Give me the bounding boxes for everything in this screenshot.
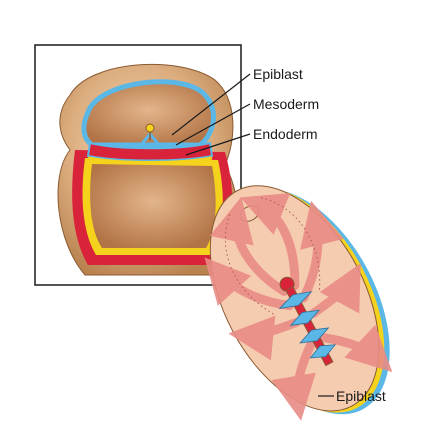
leader-mesoderm [175,103,251,146]
dotted-guides [224,196,321,315]
arrow-left-lateral [228,315,301,361]
label-bottom-epiblast: Epiblast [336,388,386,404]
cross-section-frame [34,44,242,286]
endoderm-layer-line [87,156,213,164]
label-epiblast: Epiblast [253,66,303,82]
amniotic-cavity-outline [81,79,216,148]
migration-arrows [204,193,393,421]
cell-3 [299,327,330,344]
embryo-cross-section [57,63,239,276]
leader-endoderm [185,133,251,156]
arrow-cranial-left [209,196,289,296]
dotted-guide-left [224,212,274,315]
cell-2 [289,309,321,326]
arrow-right-upper [299,200,344,303]
trilaminar-disc [86,141,214,162]
primitive-node [145,123,155,133]
yolk-sac-cavity [90,164,216,248]
dotted-guide-right [258,196,321,290]
label-endoderm: Endoderm [253,126,318,142]
arrow-left-lower [271,340,316,421]
arrow-right-lateral [309,263,361,318]
cell-1 [278,291,313,310]
leader-epiblast [171,73,251,136]
arrow-left-upper [204,257,294,311]
arrow-right-lower [320,324,393,373]
top-leader-lines [171,73,251,156]
arrow-cranial-right [240,193,300,291]
cell-4 [309,344,337,359]
label-mesoderm: Mesoderm [253,96,319,112]
ingressing-cells [278,291,337,359]
embryonic-disc [204,185,393,421]
